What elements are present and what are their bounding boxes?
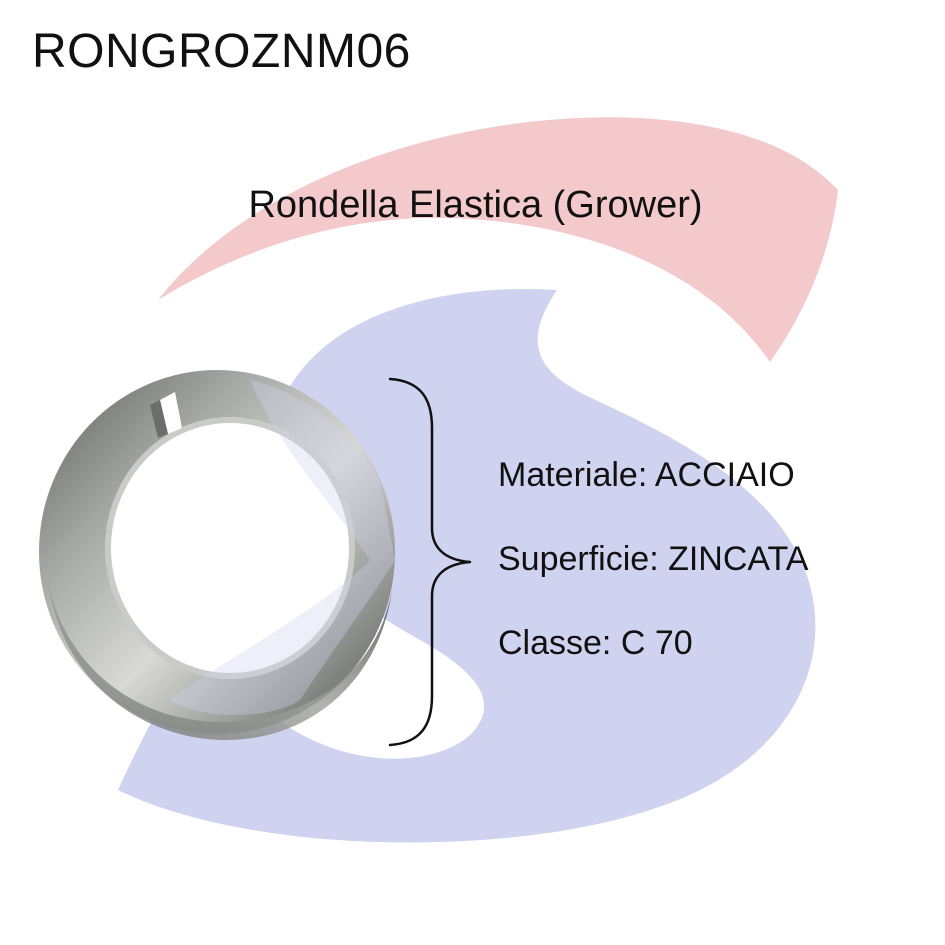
spec-class: Classe: C 70 xyxy=(498,624,693,662)
watermark-red-arc xyxy=(158,117,838,362)
spec-surface: Superficie: ZINCATA xyxy=(498,540,809,578)
product-name: Rondella Elastica (Grower) xyxy=(248,184,703,226)
spec-material: Materiale: ACCIAIO xyxy=(498,456,795,494)
product-code: RONGROZNM06 xyxy=(32,25,411,78)
